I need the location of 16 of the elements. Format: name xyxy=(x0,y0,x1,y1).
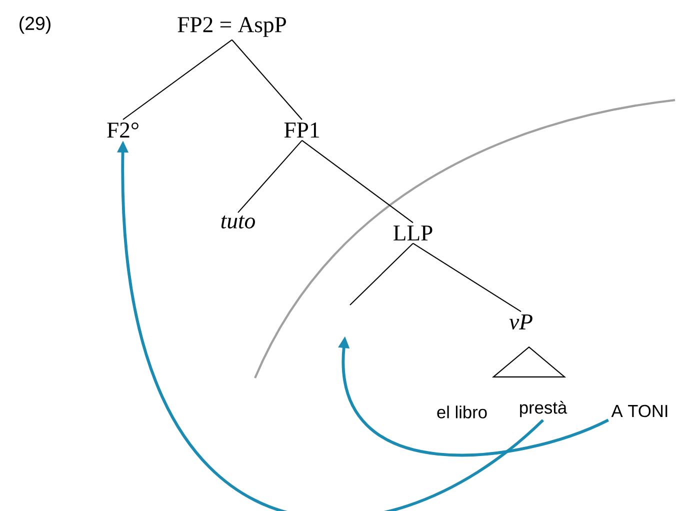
word: el libro xyxy=(437,406,487,418)
word: prestà xyxy=(520,400,568,418)
branch-line xyxy=(238,140,302,213)
tree-label: F2° xyxy=(107,122,138,138)
word: A TONI xyxy=(611,404,668,418)
branch-line xyxy=(122,39,232,120)
tree-label: tuto xyxy=(221,216,255,229)
tree-label: LLP xyxy=(394,226,432,240)
branch-line xyxy=(350,242,414,306)
branch-line xyxy=(412,242,522,312)
tree-label: vP xyxy=(509,314,532,330)
tree-label: FP2 = AspP xyxy=(178,17,286,37)
tree-label: FP1 xyxy=(284,122,319,138)
example-number: (29) xyxy=(20,16,50,34)
branch-line xyxy=(302,140,414,224)
branch-line xyxy=(232,40,302,120)
